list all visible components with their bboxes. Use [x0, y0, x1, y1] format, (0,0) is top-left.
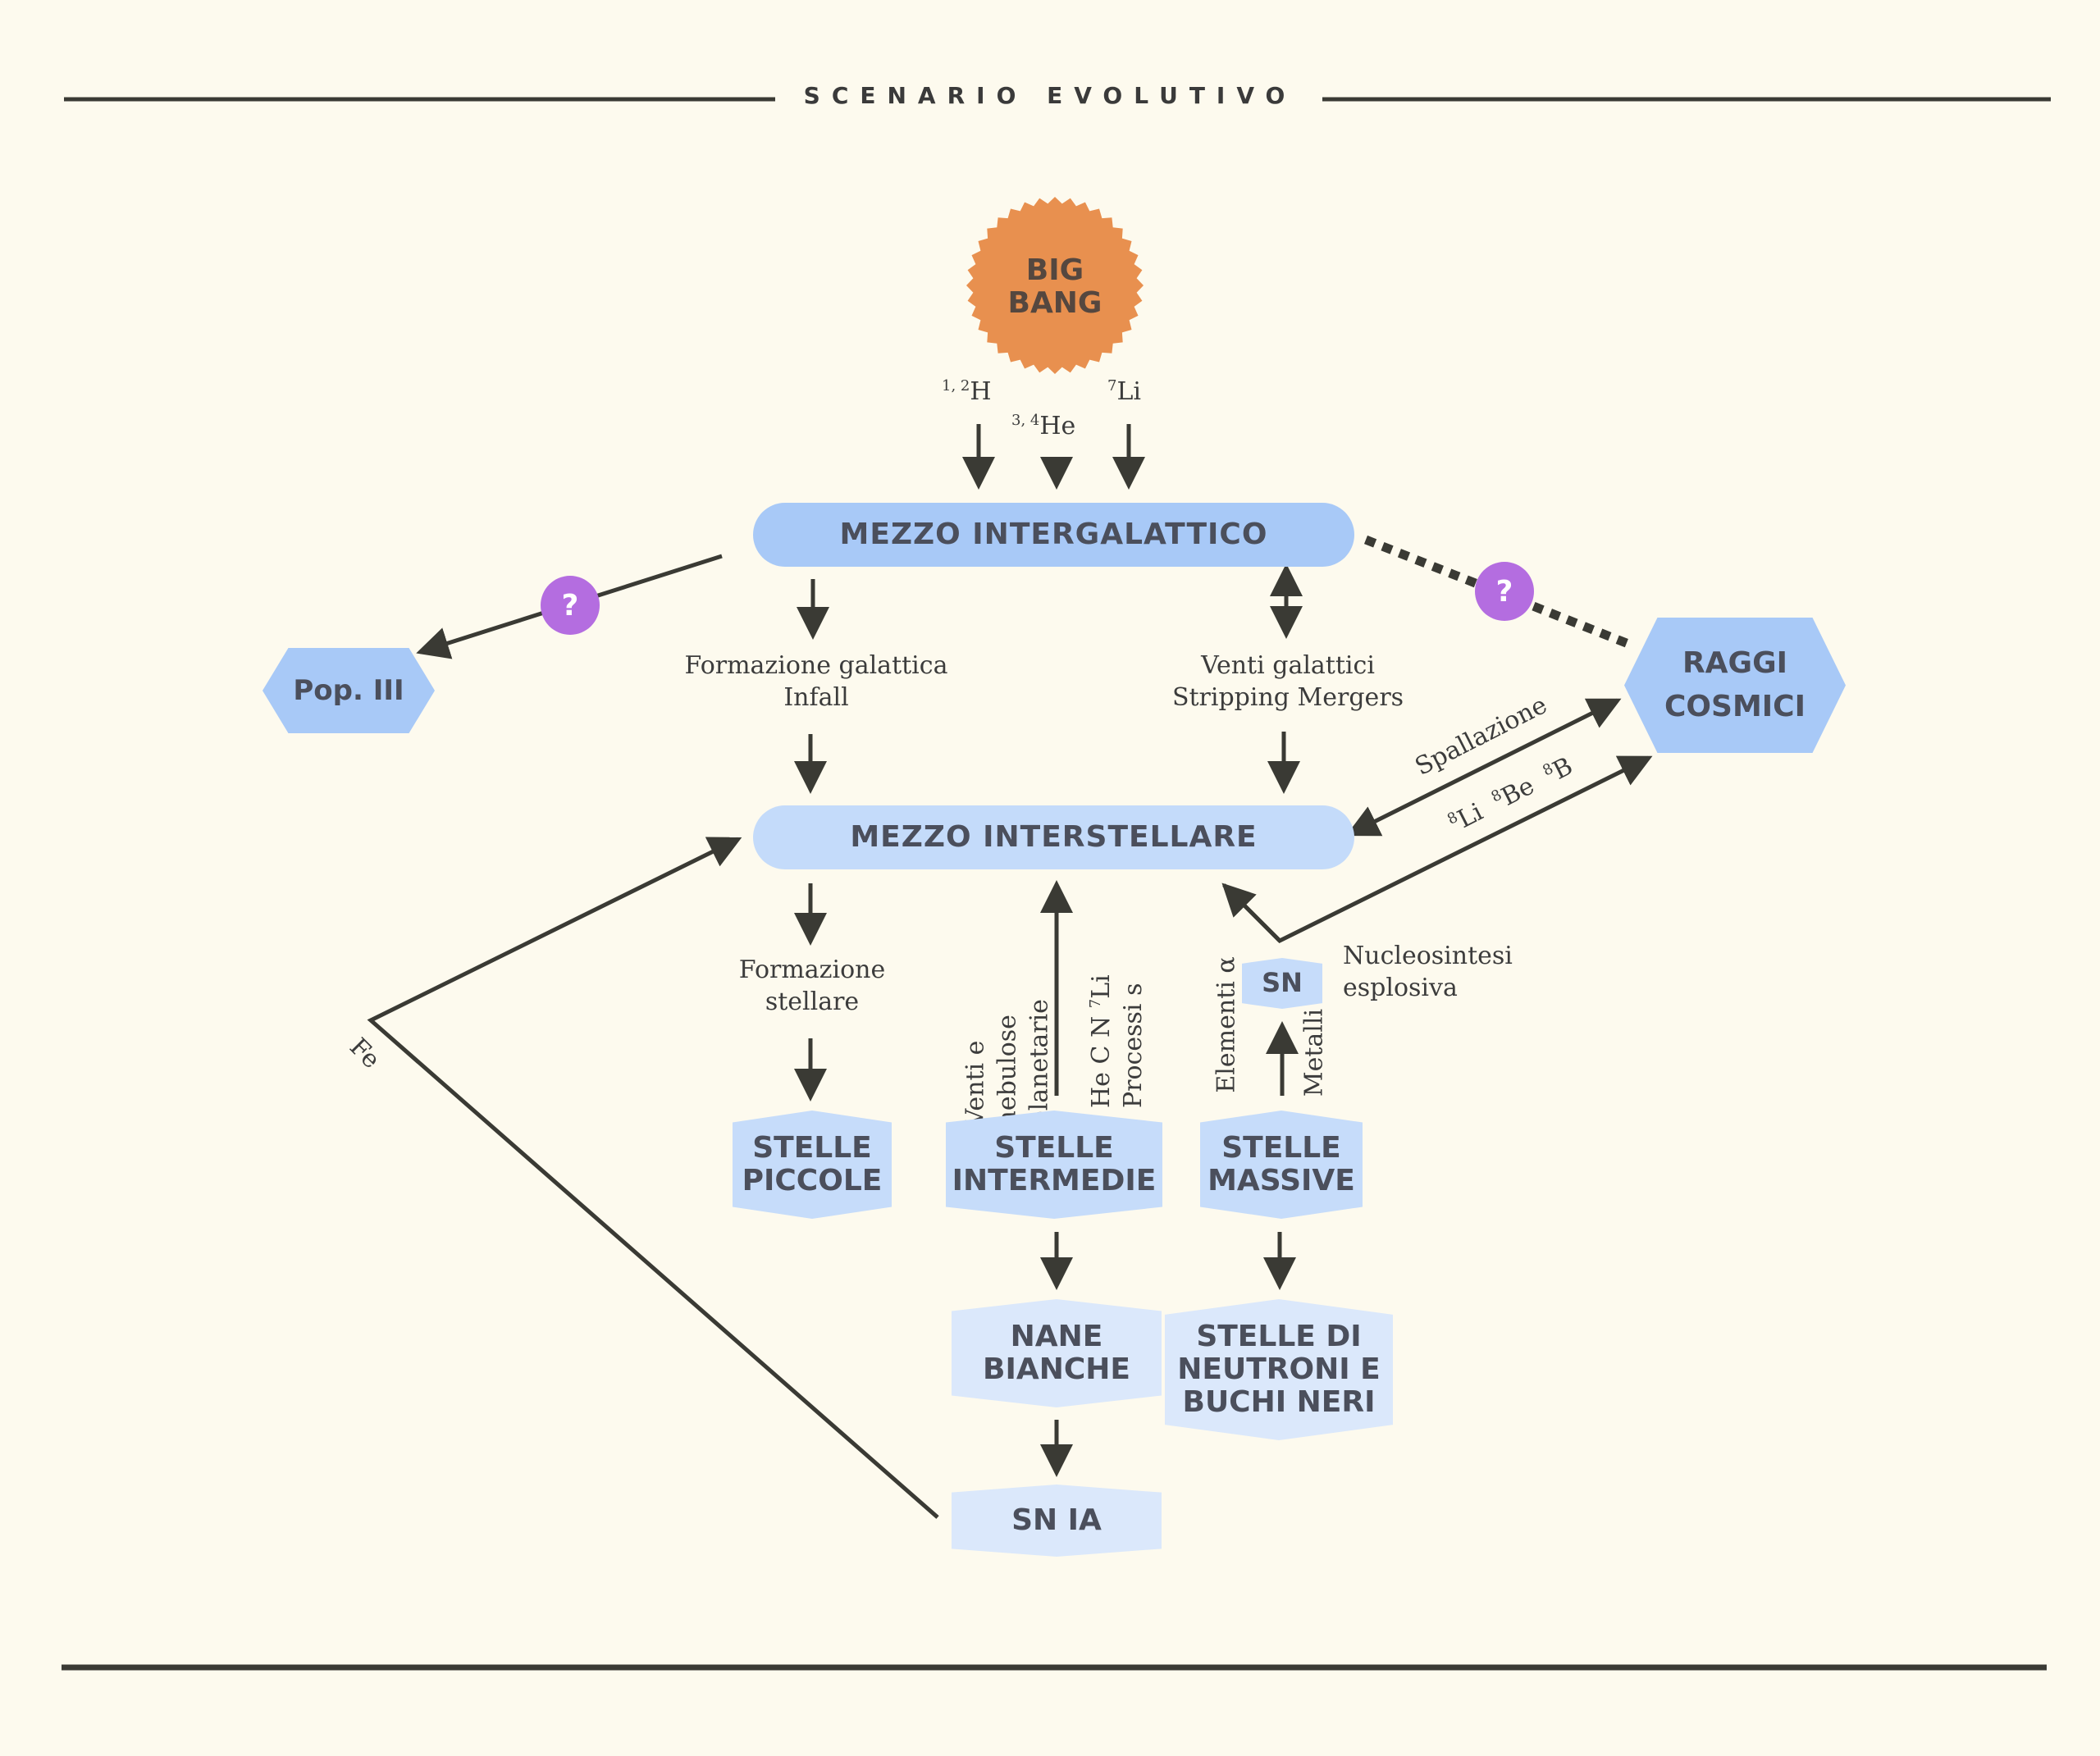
- big-bang-line2: BANG: [1007, 286, 1102, 320]
- arrow-spallazione: [1345, 698, 1622, 837]
- label-he-sup: 3, 4: [1011, 412, 1040, 429]
- venti-nebulose-line3: planetarie: [1025, 999, 1054, 1127]
- label-h-sup: 1, 2: [942, 377, 970, 395]
- li7-sup: 7: [1087, 998, 1104, 1009]
- label-h-text: H: [970, 377, 992, 406]
- label-venti-galattici: Venti galattici Stripping Mergers: [1165, 650, 1411, 714]
- big-bang-burst: [966, 197, 1144, 374]
- question-badge-pop-iii: ?: [541, 576, 600, 635]
- label-li: 7Li: [1107, 376, 1141, 408]
- node-stelle-piccole: STELLE PICCOLE: [733, 1111, 892, 1219]
- formazione-stellare-line2: stellare: [765, 987, 860, 1016]
- nucleosintesi-line2: esplosiva: [1343, 974, 1458, 1002]
- node-stelle-neutroni: STELLE DI NEUTRONI E BUCHI NERI: [1165, 1299, 1393, 1440]
- raggi-line2: COSMICI: [1664, 689, 1806, 723]
- dotted-igm-raggi: [1363, 535, 1635, 650]
- big-bang-line1: BIG: [1025, 253, 1084, 287]
- label-hecn-processi: He C N 7Li Processi s: [1085, 895, 1149, 1108]
- stelle-piccole-line2: PICCOLE: [742, 1164, 883, 1197]
- node-stelle-massive: STELLE MASSIVE: [1200, 1111, 1363, 1219]
- label-li-sup: 7: [1107, 377, 1117, 395]
- page-title: SCENARIO EVOLUTIVO: [803, 82, 1297, 109]
- formazione-stellare-line1: Formazione: [738, 956, 886, 984]
- big-bang-node: BIG BANG: [965, 246, 1145, 328]
- label-he-text: He: [1039, 412, 1076, 440]
- nane-bianche-line2: BIANCHE: [983, 1352, 1130, 1386]
- label-h: 1, 2H: [942, 376, 992, 408]
- hecn-line: He C N 7Li: [1085, 895, 1117, 1108]
- venti-galattici-line2: Stripping Mergers: [1171, 683, 1404, 712]
- stelle-massive-line2: MASSIVE: [1208, 1164, 1355, 1197]
- venti-nebulose-line2: nebulose: [993, 1015, 1022, 1127]
- stelle-neutroni-line2: NEUTRONI E: [1177, 1352, 1381, 1386]
- node-mezzo-interstellare: MEZZO INTERSTELLARE: [753, 805, 1354, 869]
- label-formazione-galattica: Formazione galattica Infall: [681, 650, 952, 714]
- stelle-neutroni-line3: BUCHI NERI: [1182, 1385, 1376, 1420]
- node-sn-ia: SN IA: [952, 1485, 1162, 1557]
- venti-galattici-line1: Venti galattici: [1201, 651, 1375, 680]
- processi-s: Processi s: [1119, 983, 1148, 1108]
- stelle-intermedie-line2: INTERMEDIE: [952, 1164, 1157, 1197]
- arrow-snia-fe-ism: [367, 837, 939, 1519]
- node-stelle-intermedie: STELLE INTERMEDIE: [946, 1111, 1162, 1219]
- raggi-line1: RAGGI: [1682, 646, 1788, 681]
- formazione-galattica-line1: Formazione galattica: [684, 651, 948, 680]
- nane-bianche-line1: NANE: [1010, 1319, 1103, 1353]
- label-he: 3, 4He: [1011, 410, 1075, 442]
- node-pop-iii: Pop. III: [262, 648, 435, 733]
- stelle-neutroni-line1: STELLE DI: [1196, 1319, 1362, 1353]
- label-li-text: Li: [1116, 377, 1141, 406]
- stelle-massive-line1: STELLE: [1221, 1130, 1341, 1165]
- stelle-piccole-line1: STELLE: [752, 1130, 872, 1165]
- li7-text: Li: [1087, 974, 1116, 999]
- nucleosintesi-line1: Nucleosintesi: [1343, 942, 1513, 970]
- node-sn: SN: [1242, 958, 1322, 1009]
- label-elementi-alfa: Elementi α: [1212, 956, 1241, 1093]
- stelle-intermedie-line1: STELLE: [994, 1130, 1114, 1165]
- label-nucleosintesi: Nucleosintesi esplosiva: [1343, 940, 1513, 1004]
- label-venti-nebulose: Venti e nebulose planetarie: [960, 914, 1056, 1127]
- label-formazione-stellare: Formazione stellare: [714, 954, 911, 1018]
- node-nane-bianche: NANE BIANCHE: [952, 1299, 1162, 1407]
- hecn-text: He C N: [1087, 1015, 1116, 1108]
- node-mezzo-intergalattico: MEZZO INTERGALATTICO: [753, 503, 1354, 567]
- question-badge-raggi: ?: [1475, 562, 1534, 621]
- node-raggi-cosmici: RAGGI COSMICI: [1624, 618, 1846, 753]
- arrow-sn-to-ism: [1221, 883, 1281, 942]
- label-metalli: Metalli: [1299, 1008, 1329, 1097]
- formazione-galattica-line2: Infall: [783, 683, 849, 712]
- venti-nebulose-line1: Venti e: [961, 1040, 990, 1127]
